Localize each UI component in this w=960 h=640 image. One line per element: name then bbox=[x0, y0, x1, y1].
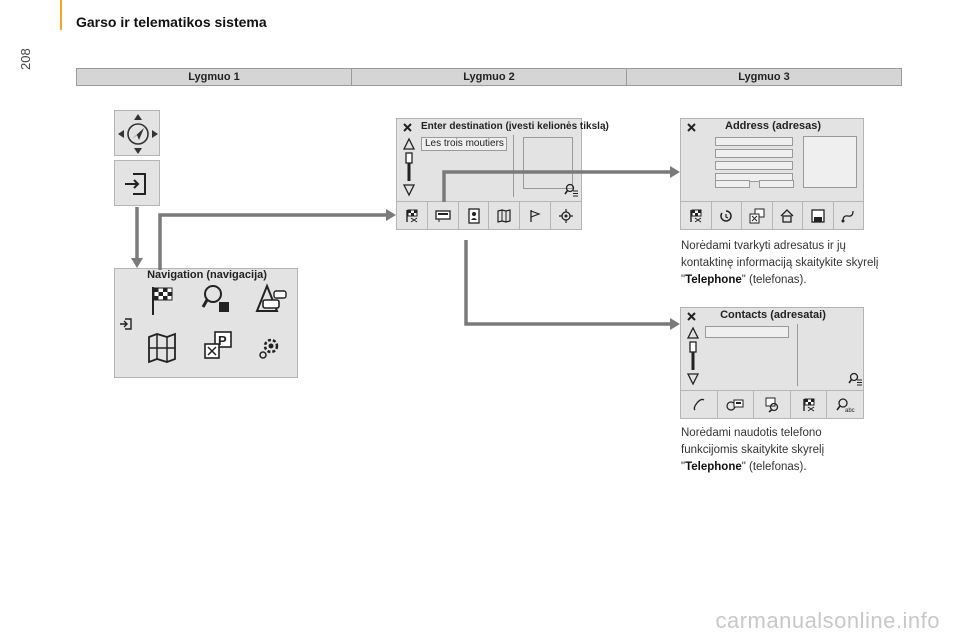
compass-icon bbox=[118, 114, 158, 154]
contacts-search-field[interactable] bbox=[705, 326, 789, 338]
search-contact-icon[interactable] bbox=[753, 391, 790, 419]
phone-icon[interactable] bbox=[681, 391, 717, 419]
watermark: carmanualsonline.info bbox=[715, 608, 940, 633]
contacts-toolbar: abc bbox=[681, 390, 863, 419]
results-list-area bbox=[513, 135, 514, 197]
address-card-icon[interactable] bbox=[426, 202, 458, 230]
navigation-entry-button[interactable] bbox=[114, 160, 160, 206]
home-icon[interactable] bbox=[771, 202, 803, 230]
svg-text:P: P bbox=[218, 333, 227, 348]
contacts-screen-title: Contacts (adresatai) bbox=[720, 309, 826, 321]
page-title: Garso ir telematikos sistema bbox=[76, 14, 267, 30]
enter-destination-screen: Enter destination (įvesti kelionės tiksl… bbox=[396, 118, 609, 230]
flag-icon[interactable] bbox=[397, 202, 427, 230]
address-description: Norėdami tvarkyti adresatus ir jų kontak… bbox=[681, 238, 881, 289]
traffic-icon[interactable] bbox=[255, 283, 289, 315]
contacts-description: Norėdami naudotis telefono funkcijomis s… bbox=[681, 425, 871, 476]
scrollbar[interactable] bbox=[686, 326, 700, 386]
map-icon[interactable] bbox=[488, 202, 519, 230]
search-list-icon[interactable] bbox=[848, 372, 863, 386]
address-button-right[interactable] bbox=[759, 180, 794, 188]
contacts-screen: Contacts (adresatai) abc bbox=[680, 307, 864, 419]
level-3-label: Lygmuo 3 bbox=[626, 69, 901, 85]
flag-start-icon[interactable] bbox=[519, 202, 550, 230]
card-icon[interactable] bbox=[716, 391, 754, 419]
contacts-description-text: Norėdami naudotis telefono funkcijomis s… bbox=[681, 427, 825, 473]
search-abc-icon[interactable]: abc bbox=[826, 391, 863, 419]
contacts-description-link: Telephone bbox=[685, 461, 742, 473]
address-screen-title: Address (adresas) bbox=[725, 120, 821, 132]
address-field-2[interactable] bbox=[715, 149, 793, 158]
page-number: 208 bbox=[18, 48, 33, 70]
contacts-list-divider bbox=[797, 324, 798, 386]
contacts-icon[interactable] bbox=[457, 202, 489, 230]
address-description-text: Norėdami tvarkyti adresatus ir jų kontak… bbox=[681, 240, 879, 286]
arrow-to-contacts bbox=[464, 240, 672, 326]
back-icon[interactable] bbox=[119, 317, 133, 331]
address-field-4[interactable] bbox=[715, 173, 793, 182]
address-button-left[interactable] bbox=[715, 180, 750, 188]
search-list-icon[interactable] bbox=[564, 183, 579, 197]
parking-poi-icon[interactable]: P bbox=[201, 331, 235, 365]
address-screen: Address (adresas) bbox=[680, 118, 864, 230]
scrollbar[interactable] bbox=[402, 137, 416, 197]
address-field-3[interactable] bbox=[715, 161, 793, 170]
accent-line bbox=[60, 0, 62, 30]
enter-destination-toolbar bbox=[397, 201, 581, 230]
address-toolbar bbox=[681, 201, 863, 230]
navigation-screen: Navigation (navigacija) P bbox=[114, 268, 298, 378]
recent-icon[interactable] bbox=[710, 202, 742, 230]
address-preview bbox=[803, 136, 857, 188]
save-icon[interactable] bbox=[802, 202, 833, 230]
arrow-to-enter-destination bbox=[158, 213, 388, 270]
level-2-label: Lygmuo 2 bbox=[351, 69, 626, 85]
close-icon[interactable] bbox=[687, 312, 696, 321]
close-icon[interactable] bbox=[403, 123, 412, 132]
close-icon[interactable] bbox=[687, 123, 696, 132]
position-icon[interactable] bbox=[550, 202, 581, 230]
enter-icon bbox=[125, 173, 146, 195]
destination-input[interactable]: Les trois moutiers bbox=[421, 137, 507, 151]
address-description-link: Telephone bbox=[685, 274, 742, 286]
contacts-description-tail: " (telefonas). bbox=[741, 461, 807, 473]
flag-icon[interactable] bbox=[149, 285, 177, 317]
compass-button[interactable] bbox=[114, 110, 160, 156]
search-poi-icon[interactable] bbox=[201, 283, 233, 315]
settings-icon[interactable] bbox=[257, 335, 283, 361]
svg-text:abc: abc bbox=[845, 408, 855, 414]
flag-icon[interactable] bbox=[789, 391, 827, 419]
result-preview bbox=[523, 137, 573, 189]
address-field-1[interactable] bbox=[715, 137, 793, 146]
address-description-tail: " (telefonas). bbox=[741, 274, 807, 286]
route-icon[interactable] bbox=[832, 202, 864, 230]
enter-destination-title: Enter destination (įvesti kelionės tiksl… bbox=[421, 121, 609, 132]
levels-header: Lygmuo 1 Lygmuo 2 Lygmuo 3 bbox=[76, 68, 902, 86]
poi-icon[interactable] bbox=[741, 202, 772, 230]
navigation-screen-title: Navigation (navigacija) bbox=[147, 269, 267, 281]
level-1-label: Lygmuo 1 bbox=[188, 71, 240, 83]
map-icon[interactable] bbox=[147, 332, 177, 364]
flag-icon[interactable] bbox=[681, 202, 711, 230]
